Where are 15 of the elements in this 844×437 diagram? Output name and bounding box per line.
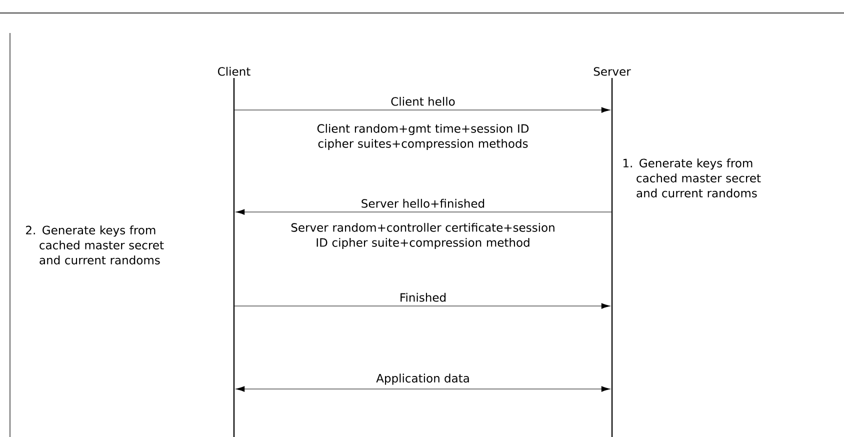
- message-parameters: Server random+controller certificate+session ID cipher suite+compression method: [291, 222, 554, 250]
- note-text: 2. Generate keys from cached master secret and current randoms: [26, 226, 164, 264]
- message-label: Client hello: [390, 96, 456, 107]
- arrow: [236, 386, 610, 392]
- node-label: Server: [594, 67, 631, 76]
- message-parameters: Client random+gmt time+session ID cipher suites+compression methods: [317, 124, 529, 150]
- node-label: Client: [218, 66, 250, 76]
- lifeline: Client: [218, 66, 250, 437]
- message-label: Application data: [375, 372, 471, 386]
- arrow: [234, 303, 610, 309]
- note-text: 1. Generate keys from cached master secret and current randoms: [623, 158, 761, 198]
- message-label: Server hello+finished: [360, 198, 486, 209]
- arrow: [234, 107, 610, 113]
- arrow: [236, 209, 612, 215]
- message-label: Finished: [398, 292, 448, 303]
